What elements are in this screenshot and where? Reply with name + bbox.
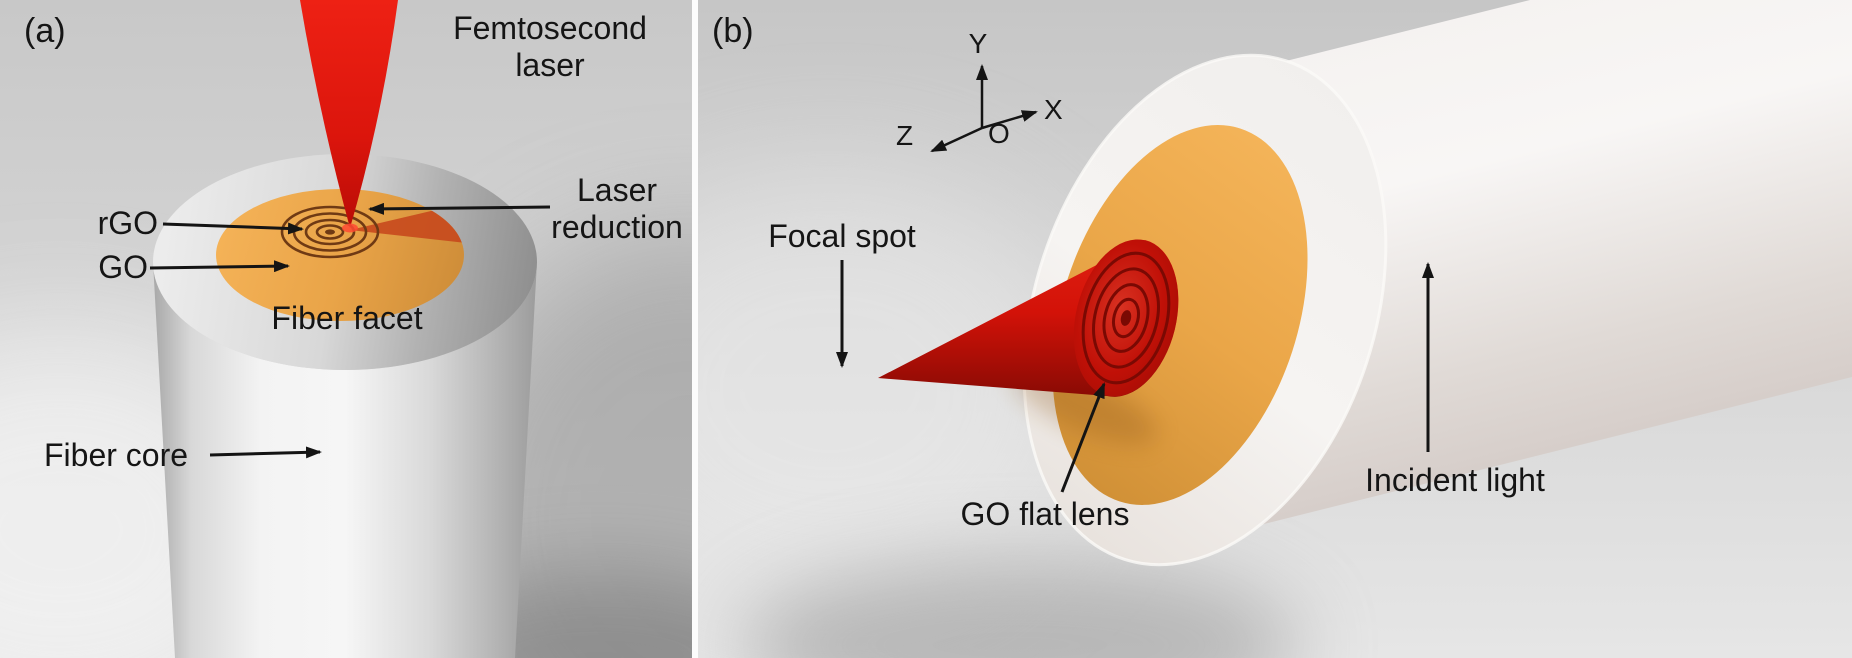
rgo-rings-pattern [280,205,380,259]
go-lens-rings [1073,239,1179,397]
axis-y-label: Y [968,28,988,59]
go-arrow [149,260,290,273]
rgo-arrow [162,222,304,235]
go-label: GO [98,249,148,285]
laser-reduction-label: Laser reduction [551,172,683,246]
go-flat-lens-arrow [1060,382,1106,493]
axis-z-arrow [930,126,983,153]
laser-beam-cone [300,0,398,228]
go-flat-lens-label: GO flat lens [960,496,1130,532]
axis-z-label: Z [896,120,914,151]
panel-b-contact-shadow [740,560,1300,658]
fiber-core-label: Fiber core [44,437,189,473]
femtosecond-laser-label: Femtosecond laser [453,10,647,84]
panel-a-scene [0,0,693,658]
laser-spot-glow [342,223,358,233]
fiber-facet-label: Fiber facet [271,300,423,336]
panel-b-highlight [698,170,1090,610]
panel-b-scene [698,0,1852,658]
fiber-core-body [153,262,537,658]
axis-x-arrow [981,110,1038,130]
incident-light-label: Incident light [1365,462,1545,498]
rgo-label: rGO [97,205,158,241]
fiber-end-face-rim [1022,53,1388,567]
panel-divider [692,0,698,658]
axis-origin-label: O [988,118,1010,149]
focal-spot-label: Focal spot [768,218,916,254]
axis-x-label: X [1044,94,1063,125]
laser-reduction-arrow [368,202,551,215]
panel-b-tag: (b) [712,12,754,50]
fiber-core-arrow [209,446,322,459]
panel-a-tag: (a) [24,12,66,50]
